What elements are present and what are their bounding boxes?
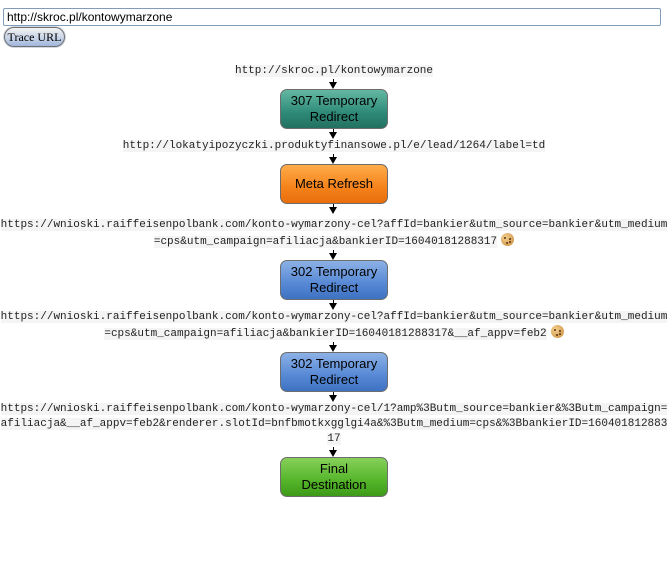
redirect-status-label: 307 Temporary Redirect (290, 93, 378, 124)
chain-url: http://lokatyipozyczki.produktyfinansowe… (0, 139, 668, 154)
arrow-down-icon (0, 392, 668, 402)
arrow-down-icon (0, 250, 668, 260)
final-destination-label: Final Destination (301, 461, 367, 492)
final-destination-box: Final Destination (280, 457, 388, 497)
cookie-icon[interactable] (550, 325, 564, 338)
redirect-status-label: Meta Refresh (294, 176, 374, 191)
redirect-chain: http://skroc.pl/kontowymarzone 307 Tempo… (0, 60, 668, 497)
arrow-down-icon (0, 129, 668, 139)
chain-url: https://wnioski.raiffeisenpolbank.com/ko… (0, 310, 668, 342)
arrow-down-icon (0, 79, 668, 89)
arrow-down-icon (0, 447, 668, 457)
chain-url-text[interactable]: http://lokatyipozyczki.produktyfinansowe… (122, 140, 546, 152)
chain-url: https://wnioski.raiffeisenpolbank.com/ko… (0, 402, 668, 447)
cookie-icon[interactable] (501, 233, 515, 246)
redirect-status-box: 307 Temporary Redirect (280, 89, 388, 129)
url-input[interactable] (3, 8, 661, 26)
chain-url-text[interactable]: https://wnioski.raiffeisenpolbank.com/ko… (0, 403, 668, 445)
chain-url-text[interactable]: https://wnioski.raiffeisenpolbank.com/ko… (0, 219, 668, 248)
redirect-status-label: 302 Temporary Redirect (290, 356, 378, 387)
trace-url-button[interactable]: Trace URL (4, 27, 65, 47)
arrow-down-icon (0, 300, 668, 310)
redirect-status-label: 302 Temporary Redirect (290, 264, 378, 295)
arrow-down-icon (0, 342, 668, 352)
redirect-status-box: 302 Temporary Redirect (280, 352, 388, 392)
redirect-status-box: Meta Refresh (280, 164, 388, 204)
chain-url-text[interactable]: http://skroc.pl/kontowymarzone (234, 65, 434, 77)
chain-url-text[interactable]: https://wnioski.raiffeisenpolbank.com/ko… (0, 311, 668, 340)
chain-url: http://skroc.pl/kontowymarzone (0, 64, 668, 79)
arrow-down-icon (0, 154, 668, 164)
arrow-down-icon (0, 204, 668, 214)
redirect-status-box: 302 Temporary Redirect (280, 260, 388, 300)
chain-url: https://wnioski.raiffeisenpolbank.com/ko… (0, 218, 668, 250)
